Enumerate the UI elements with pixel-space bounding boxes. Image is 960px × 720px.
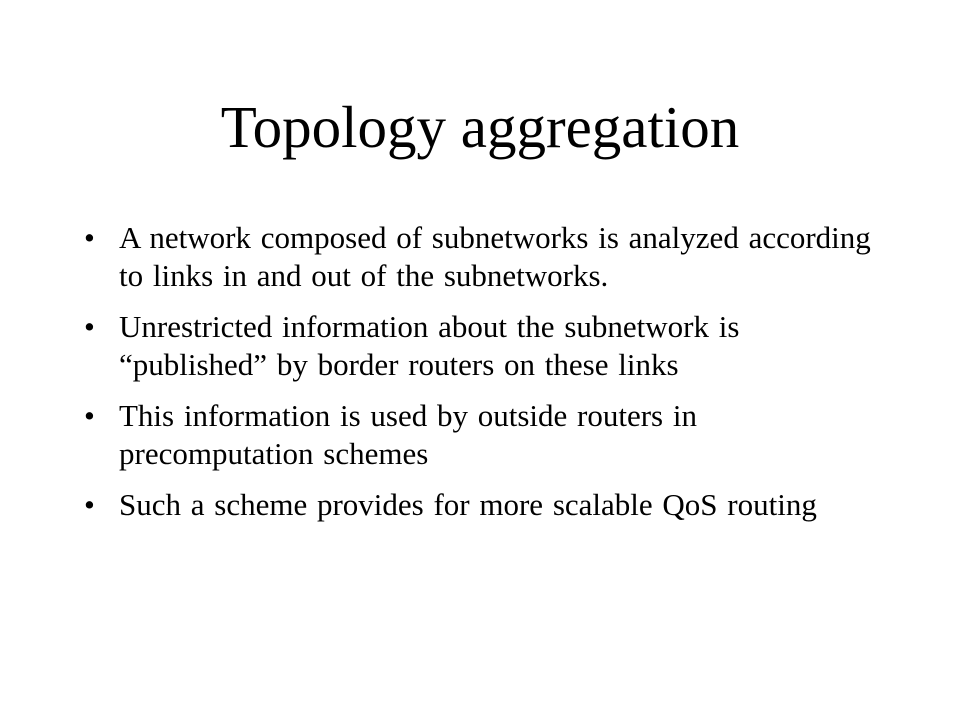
bullet-item: • This information is used by outside ro… [84, 397, 874, 473]
bullet-icon: • [84, 220, 95, 255]
bullet-icon: • [84, 309, 95, 344]
bullet-text: Unrestricted information about the subne… [119, 309, 740, 382]
bullet-item: • Unrestricted information about the sub… [84, 308, 874, 384]
bullet-icon: • [84, 487, 95, 522]
bullet-item: • Such a scheme provides for more scalab… [84, 486, 874, 524]
bullet-icon: • [84, 398, 95, 433]
bullet-item: • A network composed of subnetworks is a… [84, 219, 874, 295]
bullet-text: This information is used by outside rout… [119, 398, 697, 471]
bullet-text: A network composed of subnetworks is ana… [119, 220, 871, 293]
bullet-list: • A network composed of subnetworks is a… [84, 219, 874, 537]
bullet-text: Such a scheme provides for more scalable… [119, 487, 817, 522]
slide-title: Topology aggregation [220, 94, 740, 160]
